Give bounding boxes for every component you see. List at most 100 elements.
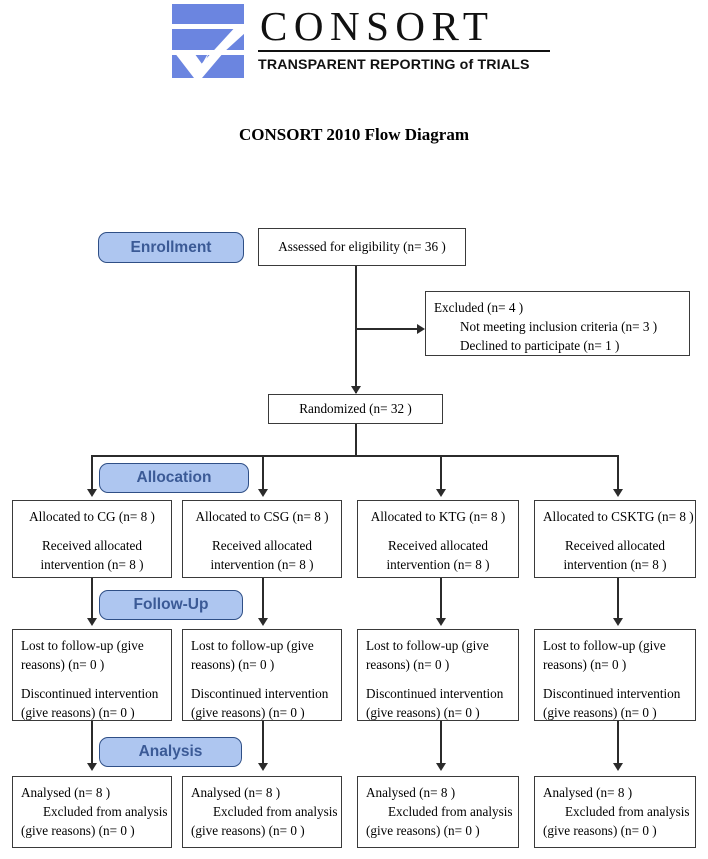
- arrow-fu-2-icon: [258, 618, 268, 626]
- arrow-alloc-1-icon: [87, 489, 97, 497]
- an-2-line-1: Analysed (n= 8 ): [191, 785, 281, 800]
- connector-an-drop-3: [440, 721, 442, 765]
- stage-label-allocation: Allocation: [99, 463, 249, 493]
- logo-divider: [258, 50, 550, 52]
- randomized-text: Randomized (n= 32 ): [299, 401, 412, 416]
- arrow-alloc-4-icon: [613, 489, 623, 497]
- fu-1-line-4: (give reasons) (n= 0 ): [21, 705, 135, 721]
- excluded-line-2: Not meeting inclusion criteria (n= 3 ): [460, 319, 658, 335]
- box-excluded: Excluded (n= 4 ) Not meeting inclusion c…: [425, 291, 690, 356]
- fu-3-line-4: (give reasons) (n= 0 ): [366, 705, 480, 721]
- an-1-line-2: Excluded from analysis: [43, 804, 168, 820]
- box-followup-cg: Lost to follow-up (give reasons) (n= 0 )…: [12, 629, 172, 721]
- connector-allocation-bus: [91, 455, 618, 457]
- alloc-1-line-1: Allocated to CG (n= 8 ): [29, 509, 155, 524]
- alloc-4-line-2: Received allocated: [565, 538, 665, 554]
- arrow-to-excluded-icon: [417, 324, 425, 334]
- box-assessed-for-eligibility: Assessed for eligibility (n= 36 ): [258, 228, 466, 266]
- consort-logo-text: CONSORT TRANSPARENT REPORTING of TRIALS: [258, 4, 552, 73]
- an-1-line-3: (give reasons) (n= 0 ): [21, 823, 135, 839]
- alloc-4-line-3: intervention (n= 8 ): [563, 557, 667, 573]
- fu-2-line-3: Discontinued intervention: [191, 686, 329, 702]
- excluded-line-1: Excluded (n= 4 ): [434, 300, 524, 315]
- consort-wordmark: CONSORT: [260, 3, 495, 49]
- an-3-line-3: (give reasons) (n= 0 ): [366, 823, 480, 839]
- arrow-an-1-icon: [87, 763, 97, 771]
- fu-3-line-3: Discontinued intervention: [366, 686, 504, 702]
- checkmark-icon: [172, 22, 244, 80]
- alloc-2-line-3: intervention (n= 8 ): [210, 557, 314, 573]
- alloc-2-line-1: Allocated to CSG (n= 8 ): [195, 509, 329, 524]
- box-allocation-csg: Allocated to CSG (n= 8 ) Received alloca…: [182, 500, 342, 578]
- an-2-line-2: Excluded from analysis: [213, 804, 338, 820]
- fu-4-line-3: Discontinued intervention: [543, 686, 681, 702]
- alloc-3-line-2: Received allocated: [388, 538, 488, 554]
- fu-1-line-3: Discontinued intervention: [21, 686, 159, 702]
- connector-an-drop-2: [262, 721, 264, 765]
- arrow-an-2-icon: [258, 763, 268, 771]
- an-4-line-1: Analysed (n= 8 ): [543, 785, 633, 800]
- alloc-1-line-2: Received allocated: [42, 538, 142, 554]
- box-randomized: Randomized (n= 32 ): [268, 394, 443, 424]
- alloc-3-line-3: intervention (n= 8 ): [386, 557, 490, 573]
- alloc-3-line-1: Allocated to KTG (n= 8 ): [370, 509, 506, 524]
- an-4-line-3: (give reasons) (n= 0 ): [543, 823, 657, 839]
- arrow-an-4-icon: [613, 763, 623, 771]
- alloc-4-line-1: Allocated to CSKTG (n= 8 ): [543, 509, 694, 524]
- box-analysis-ktg: Analysed (n= 8 ) Excluded from analysis …: [357, 776, 519, 848]
- connector-alloc-drop-1: [91, 455, 93, 491]
- arrow-to-randomized-icon: [351, 386, 361, 394]
- connector-fu-drop-4: [617, 578, 619, 620]
- arrow-alloc-3-icon: [436, 489, 446, 497]
- arrow-an-3-icon: [436, 763, 446, 771]
- fu-2-line-1: Lost to follow-up (give: [191, 638, 314, 653]
- an-3-line-2: Excluded from analysis: [388, 804, 513, 820]
- connector-randomized-trunk: [355, 424, 357, 455]
- box-followup-csktg: Lost to follow-up (give reasons) (n= 0 )…: [534, 629, 696, 721]
- box-followup-csg: Lost to follow-up (give reasons) (n= 0 )…: [182, 629, 342, 721]
- connector-alloc-drop-3: [440, 455, 442, 491]
- consort-tagline: TRANSPARENT REPORTING of TRIALS: [258, 57, 530, 73]
- arrow-fu-1-icon: [87, 618, 97, 626]
- box-analysis-csg: Analysed (n= 8 ) Excluded from analysis …: [182, 776, 342, 848]
- fu-2-line-4: (give reasons) (n= 0 ): [191, 705, 305, 721]
- excluded-line-3: Declined to participate (n= 1 ): [460, 338, 620, 354]
- connector-alloc-drop-4: [617, 455, 619, 491]
- consort-logo: CONSORT TRANSPARENT REPORTING of TRIALS: [172, 4, 552, 82]
- connector-branch-excluded: [355, 328, 418, 330]
- arrow-fu-3-icon: [436, 618, 446, 626]
- fu-2-line-2: reasons) (n= 0 ): [191, 657, 275, 673]
- box-allocation-csktg: Allocated to CSKTG (n= 8 ) Received allo…: [534, 500, 696, 578]
- connector-fu-drop-3: [440, 578, 442, 620]
- fu-4-line-4: (give reasons) (n= 0 ): [543, 705, 657, 721]
- fu-1-line-2: reasons) (n= 0 ): [21, 657, 105, 673]
- connector-an-drop-4: [617, 721, 619, 765]
- connector-an-drop-1: [91, 721, 93, 765]
- box-allocation-cg: Allocated to CG (n= 8 ) Received allocat…: [12, 500, 172, 578]
- an-3-line-1: Analysed (n= 8 ): [366, 785, 456, 800]
- box-analysis-csktg: Analysed (n= 8 ) Excluded from analysis …: [534, 776, 696, 848]
- fu-4-line-1: Lost to follow-up (give: [543, 638, 666, 653]
- stage-label-analysis: Analysis: [99, 737, 242, 767]
- box-allocation-ktg: Allocated to KTG (n= 8 ) Received alloca…: [357, 500, 519, 578]
- consort-logo-mark-icon: [172, 4, 244, 78]
- alloc-1-line-3: intervention (n= 8 ): [40, 557, 144, 573]
- an-2-line-3: (give reasons) (n= 0 ): [191, 823, 305, 839]
- an-4-line-2: Excluded from analysis: [565, 804, 690, 820]
- fu-4-line-2: reasons) (n= 0 ): [543, 657, 627, 673]
- page-title: CONSORT 2010 Flow Diagram: [238, 125, 469, 144]
- fu-1-line-1: Lost to follow-up (give: [21, 638, 144, 653]
- an-1-line-1: Analysed (n= 8 ): [21, 785, 111, 800]
- arrow-fu-4-icon: [613, 618, 623, 626]
- connector-alloc-drop-2: [262, 455, 264, 491]
- arrow-alloc-2-icon: [258, 489, 268, 497]
- box-followup-ktg: Lost to follow-up (give reasons) (n= 0 )…: [357, 629, 519, 721]
- box-analysis-cg: Analysed (n= 8 ) Excluded from analysis …: [12, 776, 172, 848]
- connector-fu-drop-2: [262, 578, 264, 620]
- fu-3-line-1: Lost to follow-up (give: [366, 638, 489, 653]
- fu-3-line-2: reasons) (n= 0 ): [366, 657, 450, 673]
- stage-label-enrollment: Enrollment: [98, 232, 244, 263]
- connector-fu-drop-1: [91, 578, 93, 620]
- assessed-text: Assessed for eligibility (n= 36 ): [278, 239, 446, 254]
